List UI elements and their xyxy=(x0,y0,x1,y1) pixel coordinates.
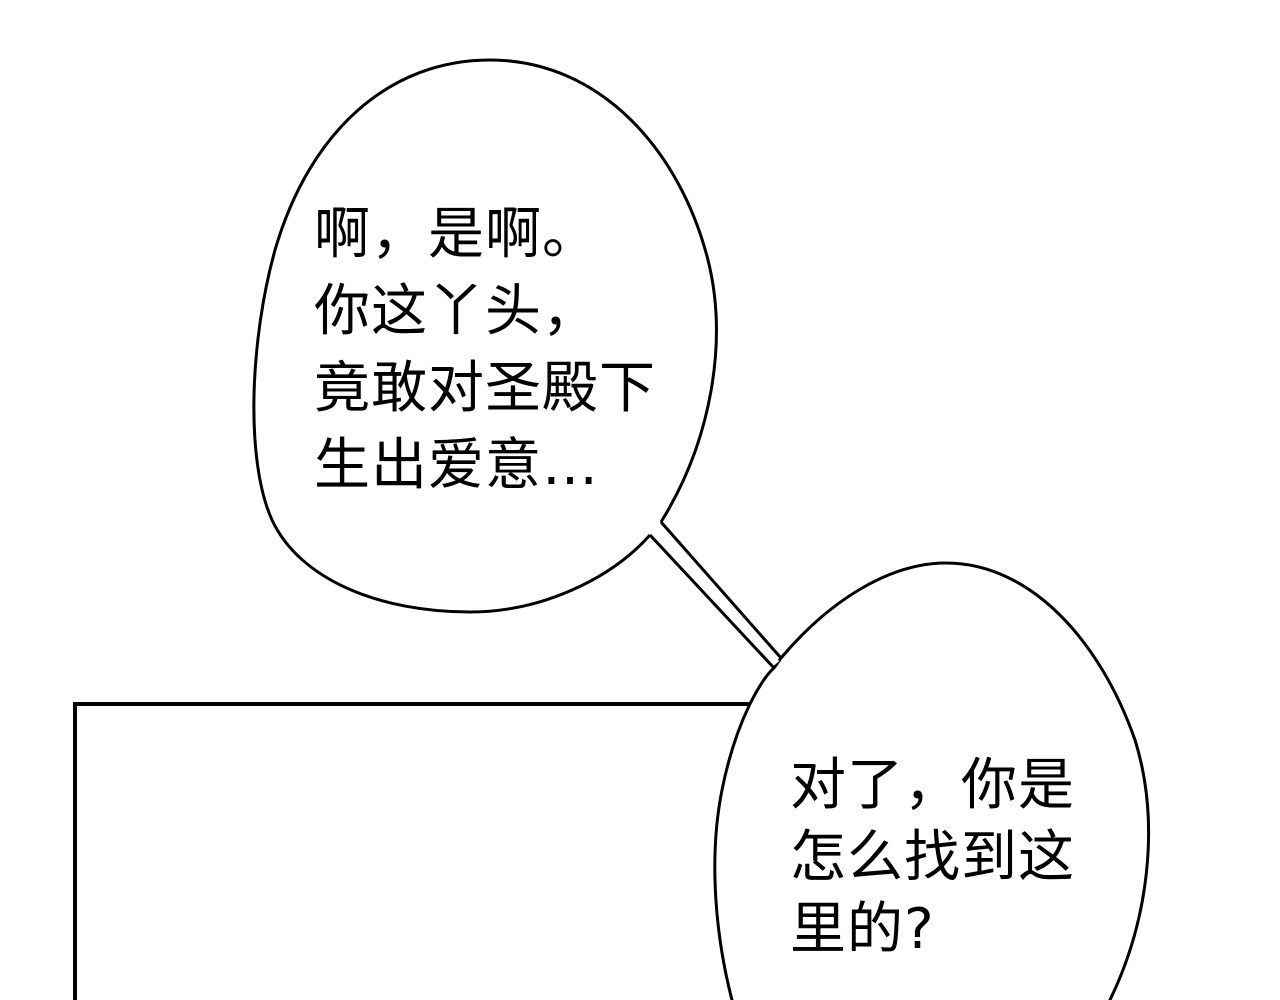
bubble-connector-tail-edge xyxy=(659,521,783,659)
bubble-1-line-1: 啊，是啊。 xyxy=(314,202,599,267)
bubble-2-line-1: 对了，你是 xyxy=(790,753,1075,818)
bubble-connector-tail xyxy=(648,533,776,670)
speech-bubble-2-outline xyxy=(713,561,1151,1000)
bubble-2-line-3: 里的? xyxy=(790,897,935,962)
panel-frame xyxy=(73,702,760,1000)
bubble-2-line-2: 怎么找到这 xyxy=(790,825,1075,890)
speech-bubble-2-text: 对了，你是 怎么找到这 里的? xyxy=(790,750,1075,966)
bubble-1-line-2: 你这丫头， xyxy=(314,279,599,344)
speech-bubble-1-text: 啊，是啊。 你这丫头， 竟敢对圣殿下 生出爱意… xyxy=(314,196,656,504)
bubble-connector-fill xyxy=(650,526,780,666)
bubble-1-line-4: 生出爱意… xyxy=(314,433,599,498)
speech-bubble-1-outline xyxy=(252,58,718,614)
bubble-1-line-3: 竟敢对圣殿下 xyxy=(314,356,656,421)
